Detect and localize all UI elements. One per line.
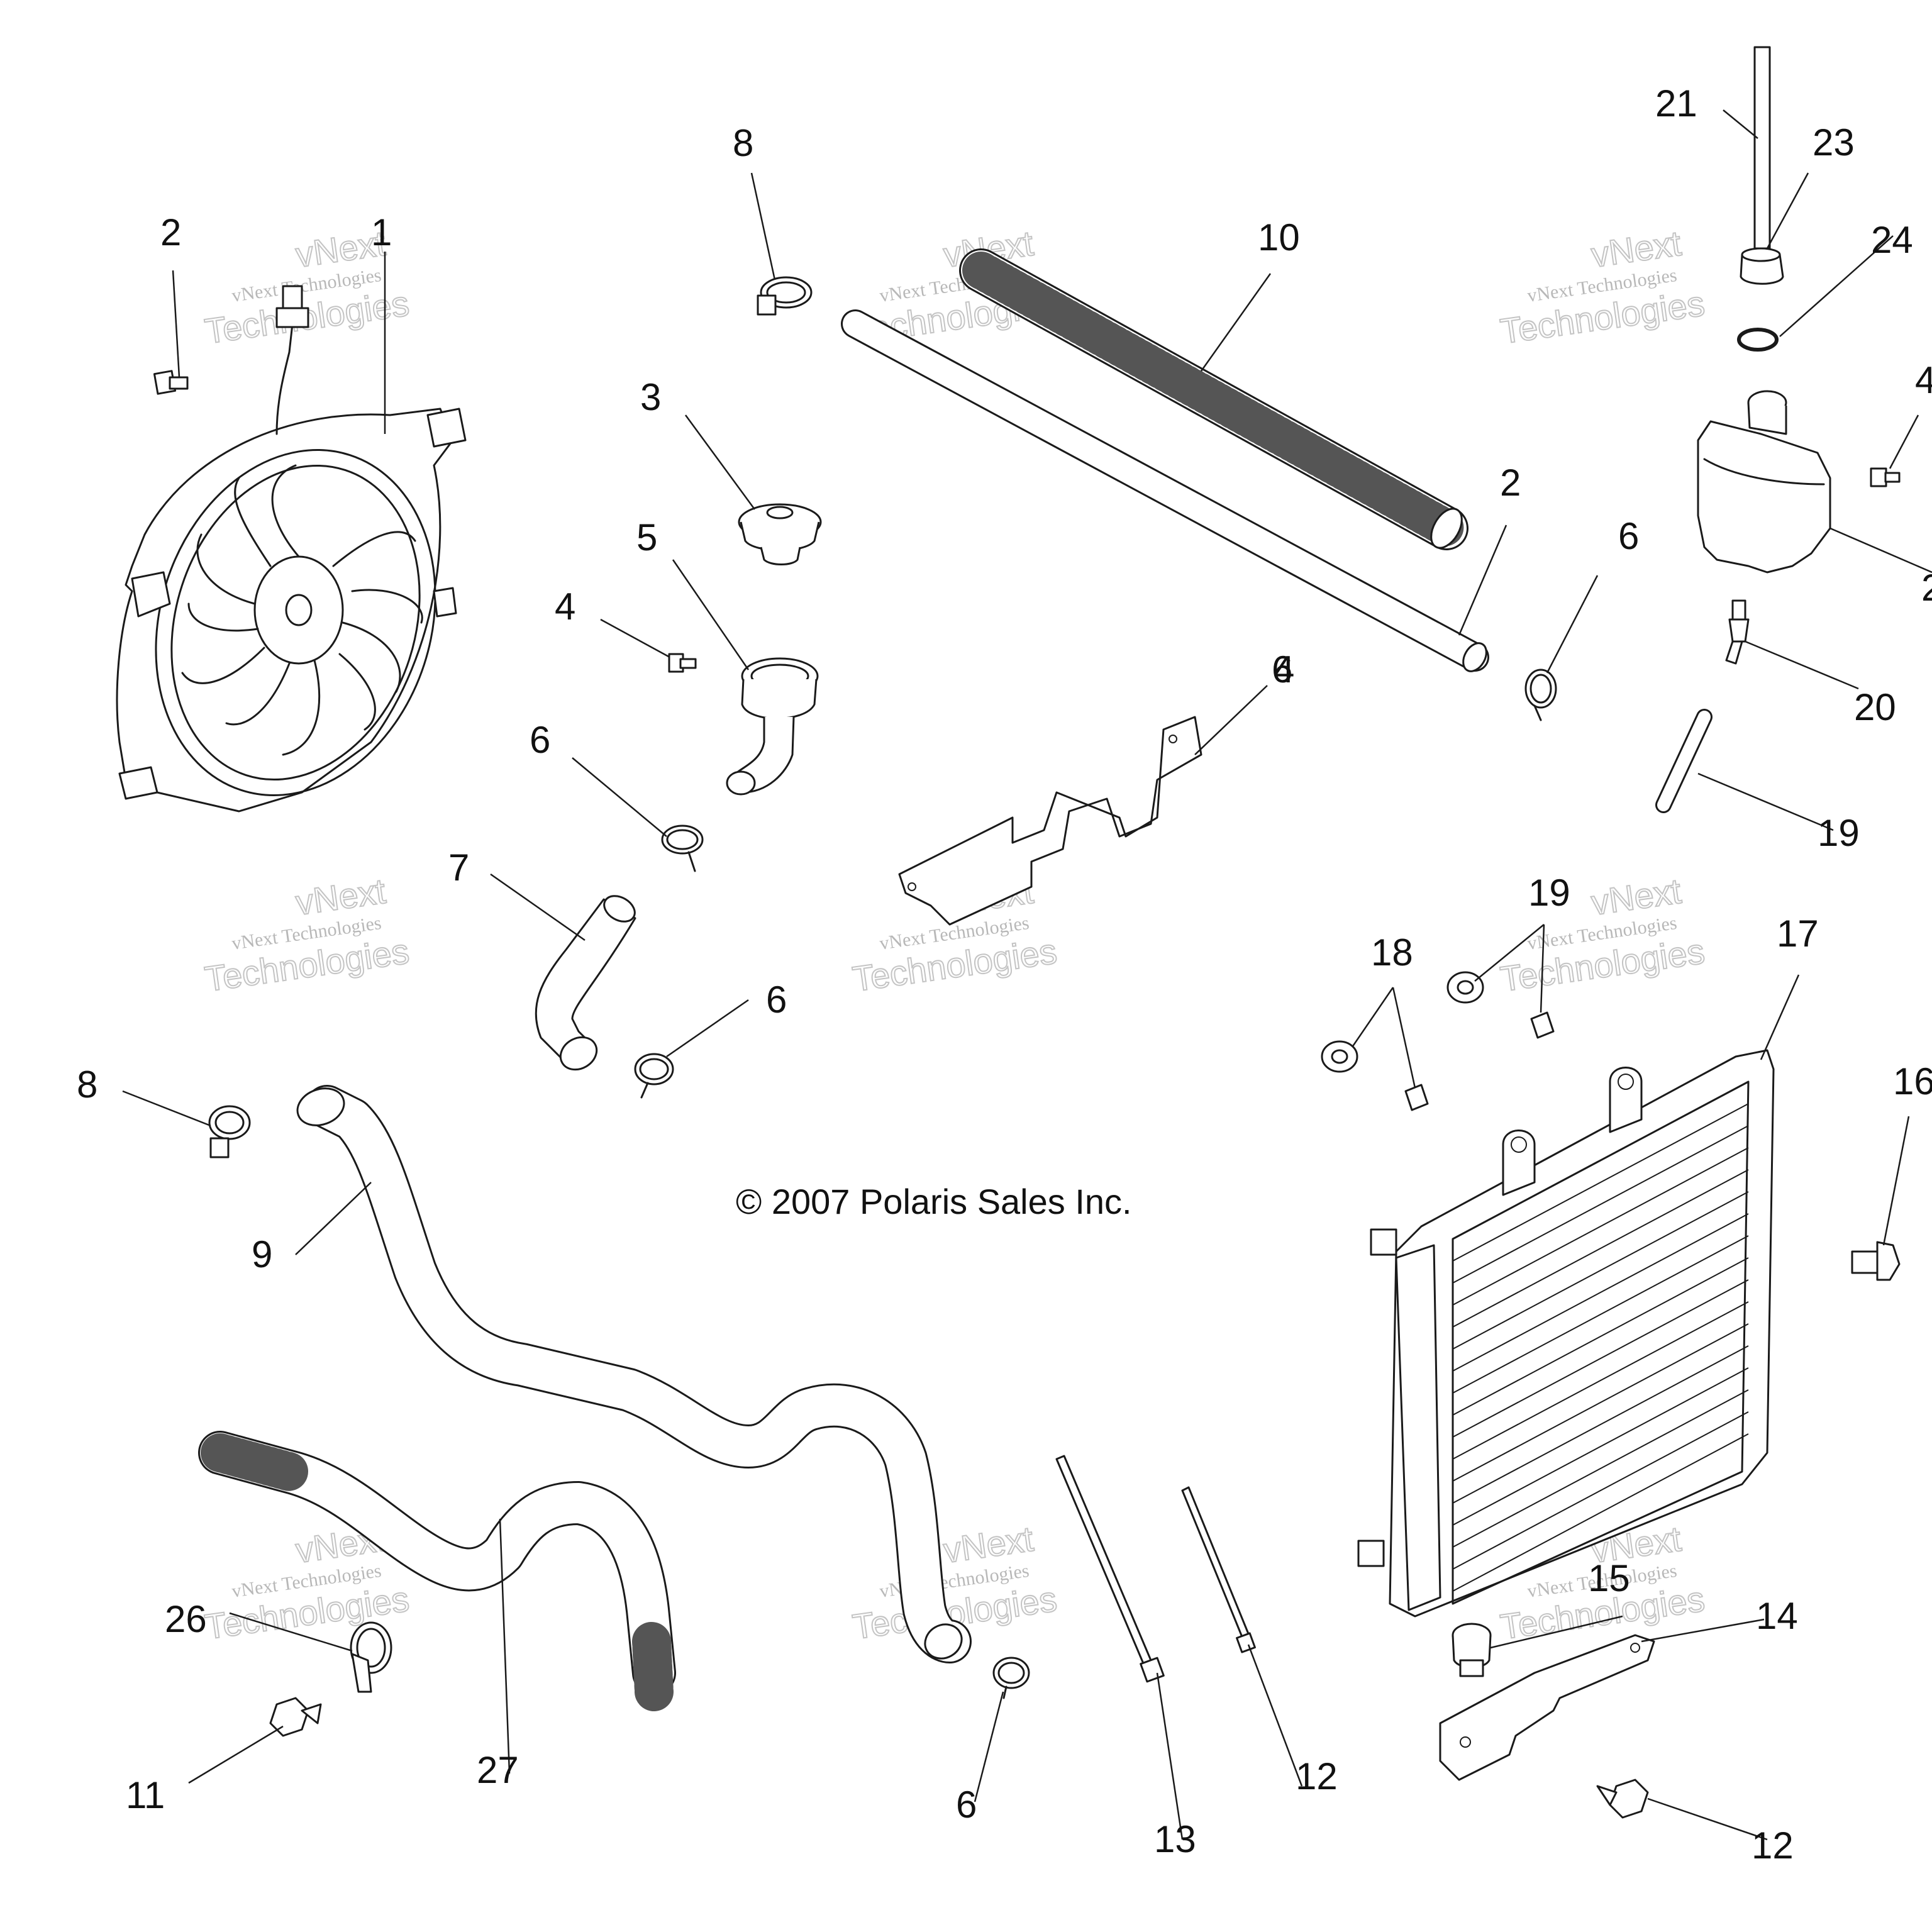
callout-label: 10	[1258, 216, 1300, 258]
part-push-rivet-12a	[269, 1697, 322, 1737]
part-clamp-8a	[757, 276, 813, 316]
callout-label: 15	[1588, 1557, 1630, 1599]
callout-label: 19	[1818, 812, 1860, 854]
callout-label: 12	[1296, 1755, 1338, 1797]
part-clamp-6c	[1524, 669, 1557, 721]
copyright-text: © 2007 Polaris Sales Inc.	[736, 1182, 1132, 1221]
callout-label: 2	[1500, 462, 1521, 504]
callout-label: 3	[640, 376, 661, 418]
part-push-rivet-12b	[1596, 1779, 1649, 1819]
callout-label: 14	[1756, 1595, 1798, 1637]
part-screw-4b	[1870, 467, 1901, 487]
part-cable-tie-13	[1181, 1486, 1256, 1653]
part-rod-23	[1753, 46, 1771, 250]
part-radiator	[1357, 1049, 1775, 1618]
callout-label: 4	[1274, 648, 1294, 691]
part-hose-28	[198, 1431, 676, 1711]
part-bolt-2	[153, 370, 189, 395]
part-oring-25	[1737, 328, 1779, 352]
part-clamp-11	[350, 1621, 392, 1693]
callout-label: 21	[1655, 82, 1697, 125]
callout-label: 8	[77, 1063, 97, 1106]
callout-label: 7	[448, 847, 469, 889]
part-hose-9	[296, 1085, 972, 1663]
part-elbow-hose	[535, 895, 636, 1071]
callout-label: 18	[1371, 931, 1413, 974]
callout-label: 5	[636, 516, 657, 558]
part-radiator-cap	[738, 503, 822, 565]
callout-label: 6	[530, 719, 550, 761]
callout-label: 6	[1618, 515, 1639, 557]
part-screw-4	[668, 653, 697, 673]
callout-label: 25	[1921, 567, 1932, 609]
part-hose-20	[1655, 709, 1713, 813]
callout-label: 13	[1154, 1818, 1196, 1860]
callout-labels: 2 1 8 3 5 4 6 7 6 8 9 10 2 6 6 26 11 27 …	[77, 82, 1932, 1867]
leader-lines	[122, 109, 1932, 1841]
part-bracket-27	[898, 716, 1202, 926]
part-fan-assembly	[116, 285, 467, 813]
part-fitting-21	[1725, 599, 1750, 665]
callout-label: 20	[1854, 686, 1896, 728]
part-grommet-19b	[1446, 971, 1484, 1004]
callout-label: 4	[1915, 359, 1932, 401]
callout-label: 6	[766, 979, 787, 1021]
callout-label: 24	[1871, 219, 1913, 261]
part-spacer-19a	[1404, 1084, 1429, 1111]
part-clamp-6d	[992, 1657, 1030, 1699]
part-clamp-6b	[634, 1053, 674, 1099]
callout-label: 12	[1752, 1824, 1794, 1867]
part-clamp-8b	[208, 1105, 251, 1158]
part-tube-26	[841, 309, 1489, 672]
callout-label: 11	[126, 1774, 165, 1816]
part-corrugated-tube	[959, 248, 1468, 550]
callout-label: 1	[371, 211, 392, 253]
part-cable-tie-14	[1055, 1455, 1165, 1683]
callout-label: 27	[477, 1749, 519, 1791]
part-grommet-19a	[1321, 1040, 1358, 1073]
callout-label: 6	[1272, 648, 1292, 691]
part-bracket-15	[1439, 1634, 1655, 1781]
callout-label: 2	[160, 211, 181, 253]
part-reservoir	[1697, 390, 1831, 574]
part-bolt-17	[1851, 1241, 1901, 1281]
callout-label: 16	[1893, 1060, 1932, 1102]
callout-label: 23	[1813, 121, 1855, 164]
radiator-fins	[1452, 1103, 1749, 1592]
callout-label: 9	[252, 1233, 272, 1275]
part-clamp-6a	[661, 824, 704, 872]
part-spacer-19b	[1530, 1011, 1555, 1039]
callout-label: 4	[555, 586, 575, 628]
callout-label: 8	[733, 122, 753, 164]
callout-label: 6	[956, 1784, 977, 1826]
part-grommet-16	[1452, 1623, 1492, 1677]
callout-label: 19	[1528, 872, 1570, 914]
callout-label: 26	[165, 1598, 207, 1640]
part-cap-24	[1740, 247, 1784, 285]
callout-label: 17	[1777, 913, 1819, 955]
part-filler-neck	[726, 657, 819, 796]
